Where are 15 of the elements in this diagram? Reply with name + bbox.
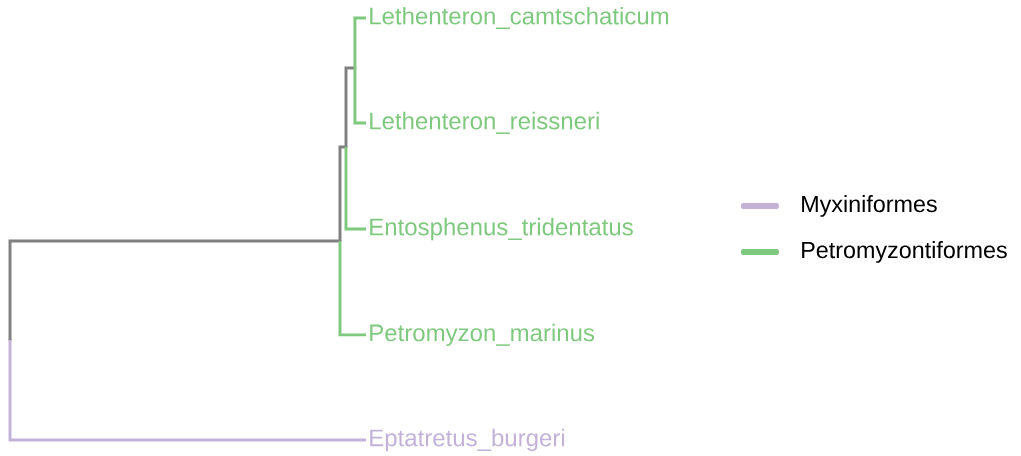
tree-branch — [344, 146, 366, 231]
taxon-label: Lethenteron_camtschaticum — [370, 6, 669, 30]
taxon-label: Petromyzon_marinus — [370, 323, 595, 347]
taxon-label: Eptatretus_burgeri — [370, 428, 565, 452]
tree-branch — [338, 241, 366, 337]
taxon-label: Entosphenus_tridentatus — [370, 217, 633, 241]
legend-label: Myxiniformes — [802, 195, 937, 217]
taxon-label: Lethenteron_reissneri — [370, 111, 599, 134]
tree-branch — [8, 340, 366, 442]
tree-branch — [353, 68, 366, 125]
tree-branch — [353, 16, 366, 68]
tree-branch — [344, 66, 355, 147]
legend-label: Petromyzontiformes — [802, 241, 1007, 263]
tree-branch — [8, 239, 340, 340]
tree-branch — [338, 145, 346, 242]
